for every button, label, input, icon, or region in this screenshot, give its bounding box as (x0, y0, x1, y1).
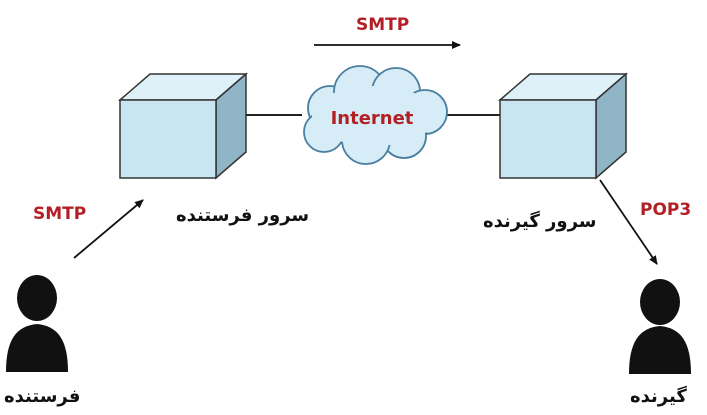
server-to-receiver-arrow (599, 179, 658, 265)
smtp-left-label: SMTP (33, 204, 87, 224)
receiver-person-icon (629, 279, 691, 374)
sender-to-server-arrow (73, 199, 144, 259)
internet-label: Internet (331, 108, 414, 129)
receiver-server-icon (497, 72, 629, 180)
receiver-label: گیرنده (630, 386, 687, 407)
smtp-top-label: SMTP (356, 15, 410, 35)
sender-server-icon (117, 72, 249, 180)
sender-label: فرستنده (4, 386, 81, 407)
pop3-label: POP3 (640, 200, 692, 220)
receiver-server-label: سرور گیرنده (483, 211, 597, 232)
sender-server-label: سرور فرستنده (176, 205, 310, 226)
sender-person-icon (6, 275, 68, 372)
internet-cloud-icon (303, 65, 448, 165)
